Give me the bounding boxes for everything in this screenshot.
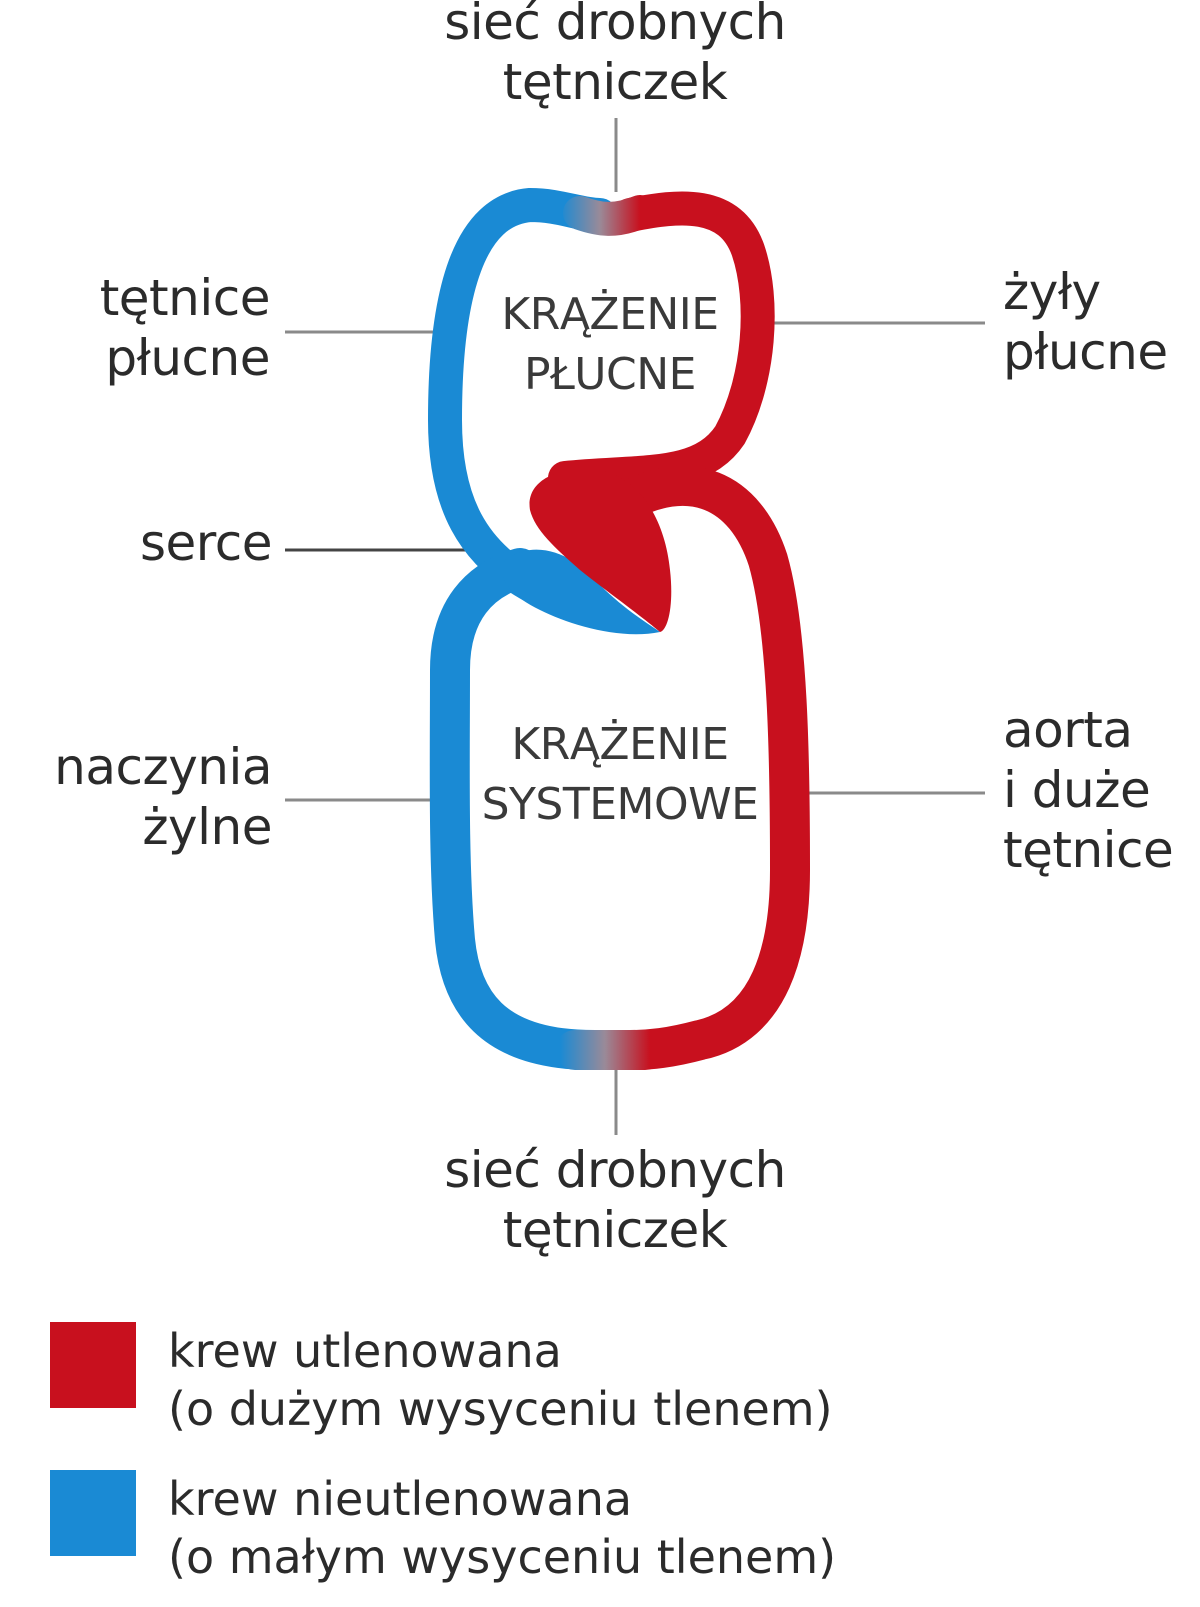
- label-heart: serce: [60, 513, 273, 573]
- label-line: tętnice: [1003, 821, 1174, 879]
- top-capillary-bed: [563, 195, 657, 236]
- label-line: KRĄŻENIE: [501, 289, 719, 340]
- label-bottom-capillaries: sieć drobnych tętniczek: [420, 1140, 810, 1260]
- label-line: sieć drobnych: [444, 0, 786, 51]
- legend-text: krew utlenowana (o dużym wysyceniu tlene…: [168, 1322, 833, 1438]
- label-pulmonary-circuit: KRĄŻENIE PŁUCNE: [480, 285, 740, 405]
- pulmonary-artery-vessel: [427, 187, 617, 607]
- legend-text: krew nieutlenowana (o małym wysyceniu tl…: [168, 1470, 836, 1586]
- label-line: tętniczek: [502, 1201, 728, 1259]
- label-line: żyły: [1003, 263, 1101, 321]
- legend-swatch-oxygenated: [50, 1322, 136, 1408]
- heart: [502, 469, 672, 635]
- label-line: tętniczek: [502, 53, 728, 111]
- heart-right-side: [502, 549, 660, 635]
- label-line: PŁUCNE: [524, 349, 696, 400]
- label-systemic-circuit: KRĄŻENIE SYSTEMOWE: [470, 715, 770, 835]
- aorta-vessel: [600, 465, 811, 1070]
- legend-swatch-deoxygenated: [50, 1470, 136, 1556]
- label-line: sieć drobnych: [444, 1141, 786, 1199]
- label-veins: naczynia żylne: [40, 737, 272, 857]
- heart-left-side: [529, 469, 672, 632]
- label-aorta: aorta i duże tętnice: [1003, 700, 1193, 880]
- label-line: płucne: [105, 329, 270, 387]
- label-line: aorta: [1003, 701, 1133, 759]
- label-line: tętnice: [99, 269, 271, 327]
- label-line: naczynia: [54, 738, 272, 796]
- systemic-circuit: [429, 465, 811, 1070]
- legend-item-deoxygenated: krew nieutlenowana (o małym wysyceniu tl…: [50, 1470, 1150, 1600]
- legend-item-oxygenated: krew utlenowana (o dużym wysyceniu tlene…: [50, 1322, 1150, 1452]
- label-line: żylne: [142, 798, 272, 856]
- label-pulmonary-arteries: tętnice płucne: [60, 268, 271, 388]
- legend-line: (o małym wysyceniu tlenem): [168, 1530, 837, 1584]
- label-line: płucne: [1003, 323, 1168, 381]
- legend-line: krew utlenowana: [168, 1324, 562, 1378]
- label-line: SYSTEMOWE: [481, 779, 759, 830]
- legend-line: (o dużym wysyceniu tlenem): [168, 1382, 833, 1436]
- label-top-capillaries: sieć drobnych tętniczek: [420, 0, 810, 112]
- label-line: KRĄŻENIE: [511, 719, 729, 770]
- legend-line: krew nieutlenowana: [168, 1472, 633, 1526]
- label-pulmonary-veins: żyły płucne: [1003, 262, 1193, 382]
- label-line: serce: [139, 514, 273, 572]
- label-line: i duże: [1003, 761, 1151, 819]
